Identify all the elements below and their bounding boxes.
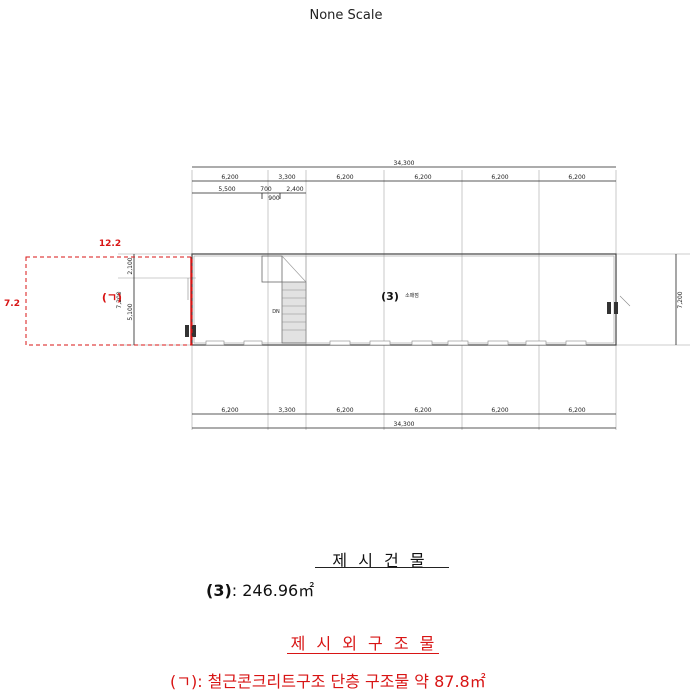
- subject-title-underline: [315, 567, 449, 568]
- subject-area-value: : 246.96㎡: [231, 581, 315, 600]
- excluded-title-underline: [287, 653, 439, 654]
- left-dim: 5,100: [127, 303, 134, 320]
- top-bay-dim: 6,200: [568, 174, 585, 181]
- left-dim: 7,200: [116, 291, 123, 308]
- bottom-bay-dim: 3,300: [278, 407, 295, 414]
- annex-label: (ㄱ): [102, 291, 122, 304]
- bottom-bay-dim: 6,200: [568, 407, 585, 414]
- scale-note: None Scale: [309, 8, 383, 23]
- window-marks: [205, 340, 587, 346]
- top-sub-dim: 700: [260, 186, 272, 193]
- top-total-dim: 34,300: [394, 160, 415, 167]
- room-label: 소매점: [405, 292, 419, 299]
- annex-width-label: 12.2: [99, 239, 121, 249]
- stair-treads: [282, 289, 306, 331]
- door-marks: [185, 302, 618, 337]
- bottom-bay-dim: 6,200: [491, 407, 508, 414]
- top-bay-dim: 6,200: [491, 174, 508, 181]
- bottom-bay-dim: 6,200: [414, 407, 431, 414]
- door-swing: [187, 278, 631, 307]
- building-outline: [191, 253, 617, 346]
- annex-height-label: 7.2: [4, 299, 20, 309]
- top-bay-dim: 3,300: [278, 174, 295, 181]
- bottom-total-dim: 34,300: [394, 421, 415, 428]
- right-dim: 7,200: [677, 291, 684, 308]
- top-dimension-lines: [133, 166, 677, 429]
- bottom-bay-dim: 6,200: [221, 407, 238, 414]
- excluded-structure-line: (ㄱ): 철근콘크리트구조 단층 구조물 약 87.8㎡: [170, 672, 486, 691]
- top-bay-dim: 6,200: [221, 174, 238, 181]
- grid-lines: [118, 170, 690, 430]
- building-label: (3): [381, 290, 399, 303]
- subject-area-line: (3): 246.96㎡: [206, 577, 314, 601]
- top-sub-dim: 5,500: [218, 186, 235, 193]
- top-sub-dim: 2,400: [286, 186, 303, 193]
- excluded-structure-title: 제 시 외 구 조 물: [290, 634, 438, 653]
- subject-area-label: (3): [206, 581, 232, 600]
- bottom-bay-dim: 6,200: [336, 407, 353, 414]
- subject-building-title: 제 시 건 물: [332, 551, 428, 570]
- top-bay-dim: 6,200: [336, 174, 353, 181]
- stair-label: DN: [272, 309, 280, 315]
- left-dim: 2,100: [127, 257, 134, 274]
- floor-plan: 34,300 6,200 3,300 6,200 6,200 6,200 6,2…: [4, 160, 690, 430]
- top-bay-dim: 6,200: [414, 174, 431, 181]
- top-sub-small-dim: 900: [268, 195, 280, 202]
- annex-outline: [25, 256, 193, 346]
